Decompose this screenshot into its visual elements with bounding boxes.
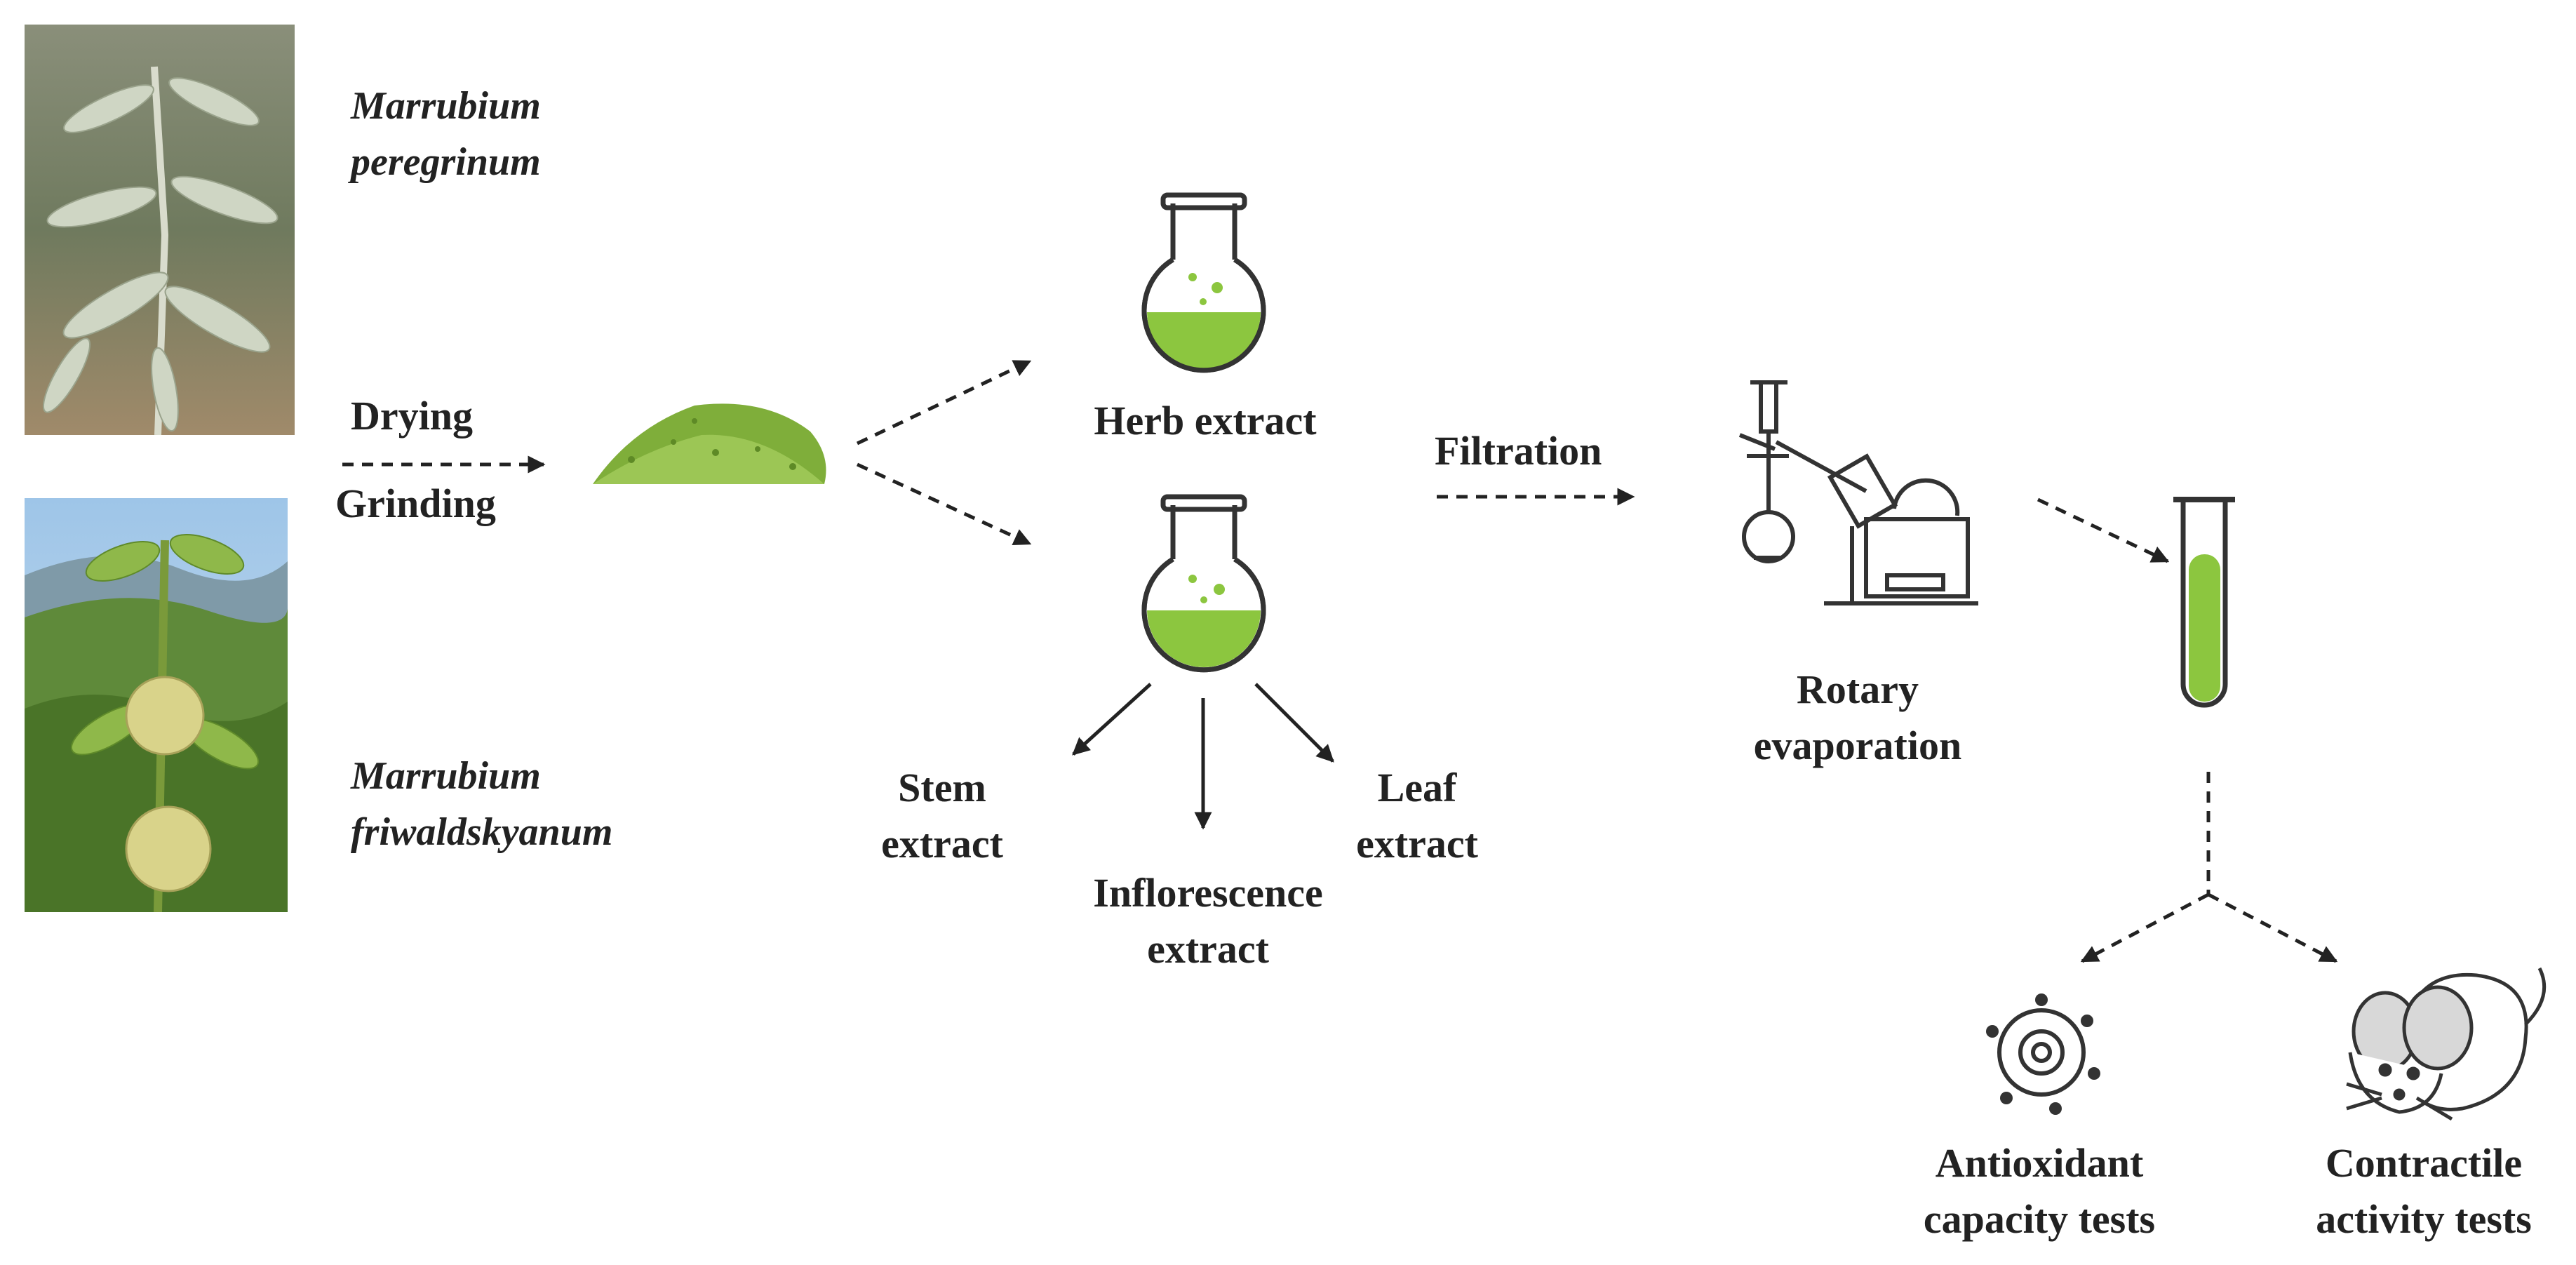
antioxidant-tests-label-line1: Antioxidant	[1935, 1140, 2144, 1186]
to-contractile-arrow	[2207, 892, 2338, 963]
leaf-extract-label-line1: Leaf	[1377, 765, 1457, 810]
plant-name-peregrinum-line2: peregrinum	[351, 140, 541, 184]
test-tube-icon	[2173, 497, 2235, 708]
to-part-extract-arrow	[856, 462, 1032, 546]
contractile-tests-label-line2: activity tests	[2316, 1196, 2532, 1242]
stem-extract-label-line1: Stem	[898, 765, 986, 810]
contractile-tests-label-line1: Contractile	[2325, 1140, 2523, 1186]
rotary-evaporation-label-line1: Rotary	[1797, 667, 1919, 712]
plant-name-friwaldskyanum-line1: Marrubium	[351, 754, 541, 798]
mouse-icon	[2346, 967, 2547, 1121]
marrubium-friwaldskyanum-photo	[25, 498, 288, 912]
plant-name-peregrinum-line1: Marrubium	[351, 84, 541, 128]
part-extract-flask-icon	[1141, 494, 1266, 673]
rotary-evaporation-label-line2: evaporation	[1753, 723, 1962, 768]
inflorescence-extract-label-line1: Inflorescence	[1093, 870, 1323, 916]
filtration-label: Filtration	[1435, 428, 1602, 474]
herb-extract-label: Herb extract	[1094, 398, 1317, 443]
to-test-tube-arrow	[2037, 497, 2170, 563]
drying-label: Drying	[351, 393, 473, 439]
antioxidant-tests-label-line2: capacity tests	[1923, 1196, 2156, 1242]
marrubium-peregrinum-photo	[25, 25, 295, 435]
grinding-label: Grinding	[335, 481, 496, 526]
to-antioxidant-arrow	[2080, 892, 2210, 963]
stem-extract-label-line2: extract	[881, 821, 1003, 866]
inflorescence-extract-label-line2: extract	[1147, 926, 1269, 972]
plant-name-friwaldskyanum-line2: friwaldskyanum	[351, 810, 613, 854]
herb-extract-flask-icon	[1141, 192, 1266, 373]
to-stem-arrow	[1072, 683, 1152, 756]
to-herb-extract-arrow	[856, 359, 1032, 446]
antioxidant-molecule-icon	[1986, 993, 2100, 1115]
ground-powder-pile	[593, 403, 826, 484]
rotary-evaporator-icon	[1738, 380, 1978, 605]
to-leaf-arrow	[1254, 683, 1334, 763]
leaf-extract-label-line2: extract	[1356, 821, 1478, 866]
